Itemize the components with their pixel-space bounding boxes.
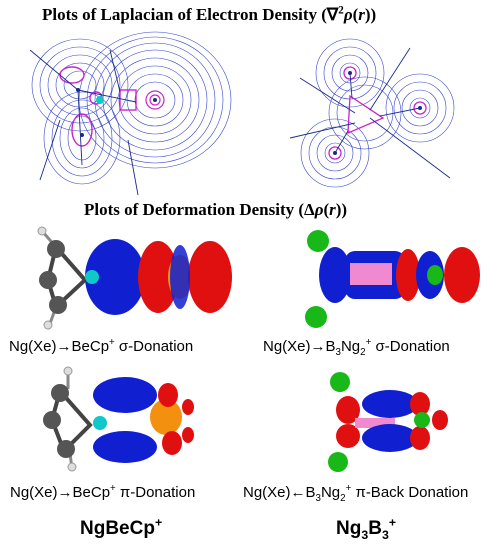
arrow-left: ←	[290, 484, 306, 501]
power-2: 2	[338, 4, 344, 17]
label-b: B	[368, 518, 382, 539]
caption-species: BeCp	[71, 338, 110, 355]
laplacian-heading: Plots of Laplacian of Electron Density (…	[42, 5, 376, 25]
arrow-right: →	[310, 338, 326, 355]
arg-close-2: ))	[335, 200, 348, 219]
caption-label: σ-Donation	[114, 338, 194, 355]
charge-plus: +	[109, 337, 115, 348]
subscript-3: 3	[381, 527, 389, 542]
laplacian-plot-ngbecp	[29, 31, 232, 196]
label-ngbecp-text: NgBeCp	[80, 518, 155, 539]
caption-b: B	[305, 484, 316, 501]
r-symbol-2: r	[329, 200, 336, 219]
arrow-right: →	[56, 338, 72, 355]
deformation-heading: Plots of Deformation Density (Δρ(r))	[84, 200, 347, 220]
laplacian-heading-text: Plots of Laplacian of Electron Density (	[42, 5, 327, 24]
caption-label: π-Back Donation	[351, 484, 469, 501]
label-ng3b3: Ng3B3+	[336, 515, 397, 542]
caption-prefix: Ng(Xe)	[9, 338, 57, 355]
subscript-3: 3	[361, 527, 369, 542]
caption-b: B	[325, 338, 336, 355]
subscript-3: 3	[315, 493, 321, 504]
arg-open-2: (	[323, 200, 330, 219]
rho-symbol-2: ρ	[314, 200, 324, 219]
subscript-3: 3	[335, 347, 341, 358]
r-symbol: r	[358, 5, 365, 24]
arrow-right: →	[57, 484, 73, 501]
caption-label: π-Donation	[115, 484, 196, 501]
subscript-2: 2	[360, 347, 366, 358]
nabla-symbol: ∇	[326, 5, 339, 24]
caption-ng: Ng	[340, 338, 361, 355]
label-ngbecp: NgBeCp+	[80, 515, 163, 540]
charge-plus: +	[365, 337, 372, 348]
label-ng: Ng	[336, 518, 362, 539]
caption-prefix: Ng(Xe)	[243, 484, 291, 501]
caption-prefix: Ng(Xe)	[263, 338, 311, 355]
caption-becp-pi-donation: Ng(Xe)→BeCp+ π-Donation	[10, 484, 195, 501]
arg-close: ))	[364, 5, 377, 24]
deformation-plot-becp-sigma	[37, 226, 232, 330]
caption-becp-sigma-donation: Ng(Xe)→BeCp+ σ-Donation	[9, 338, 193, 355]
caption-species: BeCp	[72, 484, 111, 501]
deformation-plot-b3ng2-sigma	[305, 230, 480, 328]
caption-b3ng2-pi-back-donation: Ng(Xe)←B3Ng2+ π-Back Donation	[243, 483, 469, 504]
caption-prefix: Ng(Xe)	[10, 484, 58, 501]
rho-symbol: ρ	[343, 5, 353, 24]
arg-open: (	[352, 5, 359, 24]
deformation-heading-text: Plots of Deformation Density (	[84, 200, 305, 219]
caption-label: σ-Donation	[371, 338, 450, 355]
subscript-2: 2	[340, 493, 346, 504]
deformation-plot-becp-pi	[43, 366, 194, 472]
caption-b3ng2-sigma-donation: Ng(Xe)→B3Ng2+ σ-Donation	[263, 337, 450, 358]
laplacian-plot-ng3b3	[289, 38, 455, 188]
caption-ng: Ng	[320, 484, 341, 501]
charge-plus: +	[110, 483, 116, 494]
charge-plus: +	[345, 483, 352, 494]
deformation-plot-b3ng2-pi	[328, 372, 448, 472]
charge-plus: +	[154, 515, 163, 530]
delta-symbol: Δ	[304, 200, 315, 219]
charge-plus: +	[388, 515, 397, 530]
